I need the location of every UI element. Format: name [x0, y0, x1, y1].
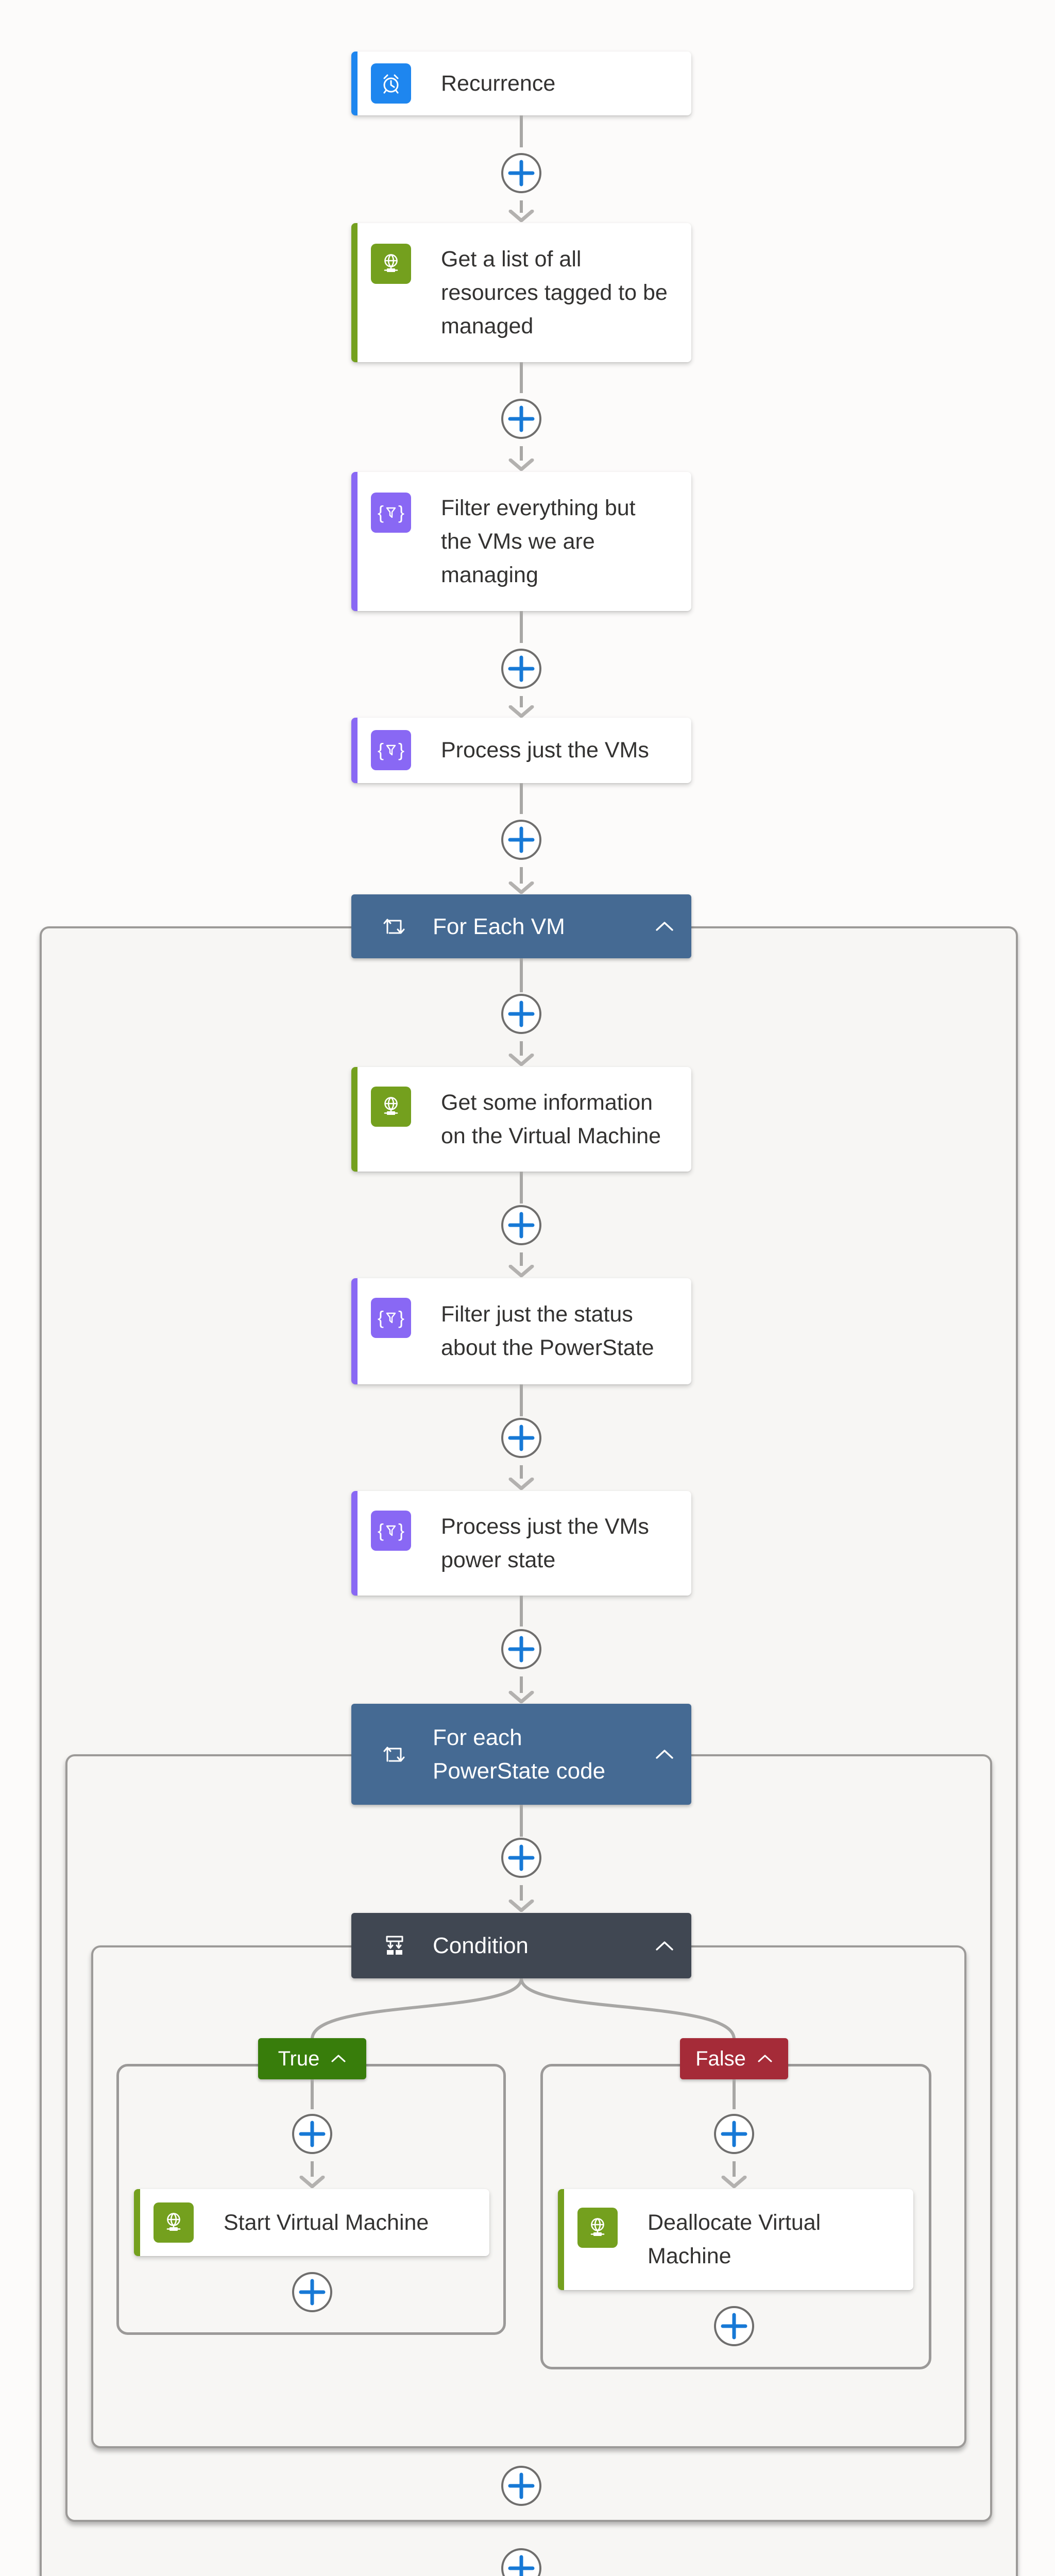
collapse-chevron-icon[interactable]: [655, 1940, 674, 1952]
action-card-get-resources[interactable]: Get a list of all resources tagged to be…: [351, 223, 691, 362]
insert-step-button[interactable]: [501, 1629, 541, 1669]
connector-line: [520, 783, 523, 814]
insert-step-button[interactable]: [501, 649, 541, 689]
scope-title: For Each VM: [433, 913, 565, 939]
action-card-start-vm[interactable]: Start Virtual Machine: [134, 2189, 489, 2256]
card-title: Recurrence: [441, 71, 556, 96]
arrow-down-icon: [299, 2176, 325, 2188]
insert-step-button[interactable]: [292, 2114, 332, 2154]
false-branch-badge[interactable]: False: [680, 2038, 788, 2079]
arrow-down-icon: [721, 2176, 747, 2188]
insert-step-button[interactable]: [501, 994, 541, 1034]
scope-header-condition[interactable]: Condition: [351, 1913, 691, 1978]
http-globe-icon: [577, 2208, 618, 2248]
connector-line: [520, 958, 523, 992]
badge-label: True: [278, 2047, 320, 2070]
connector-line: [733, 2161, 736, 2177]
collapse-chevron-icon[interactable]: [655, 921, 674, 932]
card-title: Process just the VMs: [441, 738, 649, 762]
data-operations-filter-icon: { }: [371, 493, 411, 533]
connector-line: [520, 867, 523, 884]
http-globe-icon: [371, 244, 411, 284]
http-globe-icon: [371, 1087, 411, 1127]
insert-step-button[interactable]: [501, 399, 541, 439]
connector-line: [520, 115, 523, 147]
insert-step-button[interactable]: [714, 2306, 754, 2346]
trigger-card-recurrence[interactable]: Recurrence: [351, 52, 691, 115]
insert-step-button[interactable]: [501, 1205, 541, 1245]
collapse-chevron-icon: [331, 2055, 346, 2062]
data-operations-filter-icon: { }: [371, 730, 411, 770]
card-title: Filter everything but the VMs we are man…: [441, 495, 636, 587]
connector-line: [520, 362, 523, 393]
data-operations-filter-icon: { }: [371, 1511, 411, 1551]
arrow-down-icon: [508, 705, 534, 718]
connector-line: [520, 696, 523, 707]
http-globe-icon: [154, 2202, 194, 2243]
condition-branch-icon: [383, 1935, 406, 1957]
arrow-down-icon: [508, 459, 534, 471]
insert-step-button[interactable]: [501, 1418, 541, 1458]
arrow-down-icon: [508, 1265, 534, 1277]
insert-step-button[interactable]: [714, 2114, 754, 2154]
action-card-process-power-state[interactable]: { } Process just the VMs power state: [351, 1491, 691, 1596]
connector-line: [311, 2079, 314, 2109]
connector-line: [520, 1805, 523, 1837]
loop-icon: [383, 917, 406, 936]
scope-title: For each PowerState code: [433, 1725, 606, 1784]
collapse-chevron-icon[interactable]: [655, 1749, 674, 1760]
connector-line: [520, 1465, 523, 1479]
insert-step-button[interactable]: [501, 820, 541, 860]
action-card-process-vms[interactable]: { } Process just the VMs: [351, 718, 691, 783]
connector-line: [520, 446, 523, 461]
connector-line: [520, 1252, 523, 1266]
action-card-deallocate-vm[interactable]: Deallocate Virtual Machine: [558, 2189, 913, 2290]
connector-line: [520, 1172, 523, 1204]
connector-line: [520, 1384, 523, 1416]
connector-line: [520, 1596, 523, 1626]
scope-header-foreach-vm[interactable]: For Each VM: [351, 894, 691, 958]
action-card-filter-vms[interactable]: { } Filter everything but the VMs we are…: [351, 472, 691, 611]
card-title: Process just the VMs power state: [441, 1514, 649, 1572]
scope-title: Condition: [433, 1933, 529, 1958]
connector-line: [520, 1041, 523, 1056]
collapse-chevron-icon: [758, 2055, 772, 2062]
card-title: Start Virtual Machine: [224, 2210, 429, 2235]
arrow-down-icon: [508, 1478, 534, 1490]
connector-line: [520, 1676, 523, 1693]
connector-line: [520, 1885, 523, 1901]
alarm-clock-icon: [371, 63, 411, 104]
connector-line: [520, 611, 523, 643]
insert-step-button[interactable]: [292, 2272, 332, 2312]
data-operations-filter-icon: { }: [371, 1298, 411, 1338]
badge-label: False: [695, 2047, 746, 2070]
arrow-down-icon: [508, 882, 534, 894]
insert-step-button[interactable]: [501, 1838, 541, 1878]
card-title: Filter just the status about the PowerSt…: [441, 1302, 654, 1360]
scope-header-foreach-powerstate[interactable]: For each PowerState code: [351, 1704, 691, 1805]
true-branch-badge[interactable]: True: [258, 2038, 366, 2079]
arrow-down-icon: [508, 210, 534, 222]
arrow-down-icon: [508, 1900, 534, 1912]
card-title: Deallocate Virtual Machine: [648, 2210, 821, 2268]
card-title: Get a list of all resources tagged to be…: [441, 246, 668, 338]
condition-split-connector: [311, 1978, 736, 2040]
loop-icon: [383, 1744, 406, 1764]
insert-step-button[interactable]: [501, 153, 541, 193]
card-title: Get some information on the Virtual Mach…: [441, 1090, 661, 1148]
arrow-down-icon: [508, 1691, 534, 1703]
insert-step-button[interactable]: [501, 2466, 541, 2506]
arrow-down-icon: [508, 1054, 534, 1066]
action-card-get-vm-info[interactable]: Get some information on the Virtual Mach…: [351, 1067, 691, 1172]
connector-line: [520, 200, 523, 213]
action-card-filter-status[interactable]: { } Filter just the status about the Pow…: [351, 1278, 691, 1384]
connector-line: [733, 2079, 736, 2109]
connector-line: [311, 2161, 314, 2177]
